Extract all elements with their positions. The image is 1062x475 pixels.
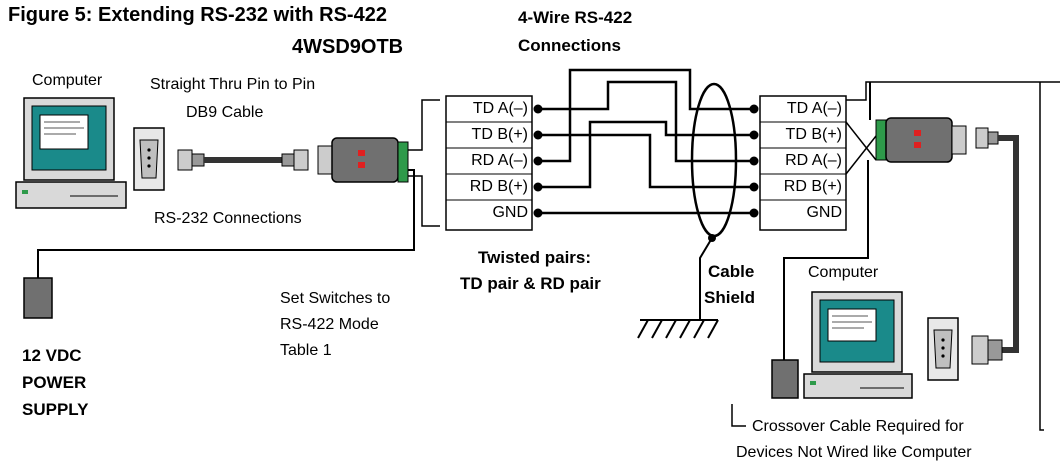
right-terminal-rd-a: RD A(–) — [785, 152, 842, 169]
switch-note-line3: Table 1 — [280, 342, 332, 359]
power-supply-line1: 12 VDC — [22, 346, 82, 365]
ground-icon — [637, 319, 719, 339]
left-terminal-rd-a: RD A(–) — [471, 152, 528, 169]
cable-label-line2: DB9 Cable — [186, 104, 264, 121]
crossover-note-line2: Devices Not Wired like Computer — [736, 444, 972, 461]
left-terminal-td-a: TD A(–) — [472, 100, 528, 117]
wiring-label-line2: Connections — [518, 36, 621, 55]
terminal-dots — [533, 104, 759, 218]
right-terminal-td-a: TD A(–) — [786, 100, 842, 117]
left-terminal-rd-b: RD B(+) — [469, 178, 528, 195]
cable-shield-line2: Shield — [704, 288, 756, 307]
rs422-wires — [538, 68, 754, 215]
right-terminal-gnd: GND — [806, 204, 842, 221]
twisted-pairs-line2: TD pair & RD pair — [460, 274, 601, 293]
left-computer-label: Computer — [32, 72, 103, 89]
power-supply-line3: SUPPLY — [22, 400, 89, 419]
right-terminal-block — [759, 95, 847, 231]
model-number: 4WSD9OTB — [292, 36, 404, 58]
cable-shield-line1: Cable — [708, 262, 755, 281]
left-terminal-block — [445, 95, 533, 231]
left-terminal-gnd: GND — [492, 204, 528, 221]
db9-cable-icon — [177, 149, 309, 171]
rs232-label: RS-232 Connections — [154, 210, 302, 227]
right-terminal-rd-b: RD B(+) — [783, 178, 842, 195]
right-db9-port-icon — [927, 317, 959, 381]
right-power-supply-icon — [771, 82, 871, 399]
switch-note-line1: Set Switches to — [280, 290, 391, 307]
right-computer-label: Computer — [808, 264, 879, 281]
cable-shield — [690, 82, 738, 320]
left-terminal-td-b: TD B(+) — [471, 126, 528, 143]
crossover-note-bracket — [731, 404, 746, 427]
crossover-note-line1: Crossover Cable Required for — [752, 418, 964, 435]
right-computer-icon — [803, 291, 913, 399]
cable-label-line1: Straight Thru Pin to Pin — [150, 76, 316, 93]
left-computer-icon — [15, 97, 127, 209]
left-converter-icon — [317, 137, 409, 183]
left-bracket — [408, 99, 440, 227]
crossover-cable — [971, 82, 1044, 431]
right-converter-icon — [875, 117, 999, 163]
twisted-pairs-line1: Twisted pairs: — [478, 248, 592, 267]
figure-title: Figure 5: Extending RS-232 with RS-422 — [8, 4, 387, 26]
switch-note-line2: RS-422 Mode — [280, 316, 379, 333]
left-db9-port-icon — [133, 127, 165, 191]
left-power-cable — [23, 169, 415, 319]
power-supply-line2: POWER — [22, 373, 87, 392]
right-terminal-td-b: TD B(+) — [785, 126, 842, 143]
wiring-label-line1: 4-Wire RS-422 — [518, 8, 633, 27]
right-bracket — [845, 81, 1060, 175]
